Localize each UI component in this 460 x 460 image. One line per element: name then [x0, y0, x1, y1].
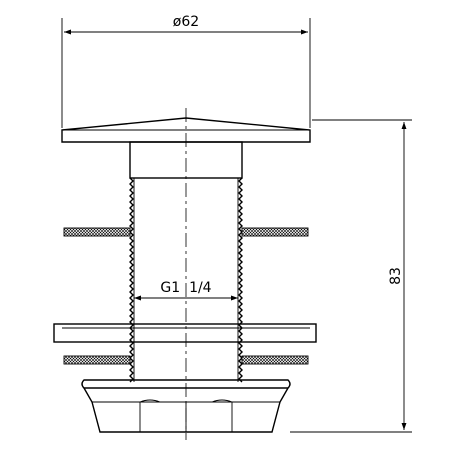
lock-nut	[81, 379, 291, 433]
diameter-label: ø62	[173, 14, 199, 30]
thread-dimension: G1 1/4	[134, 280, 238, 301]
thread-label: G1 1/4	[160, 280, 211, 296]
upper-gasket-right	[241, 227, 309, 237]
thread-right	[238, 177, 243, 383]
thread-left	[129, 177, 134, 383]
height-dimension: 83	[290, 119, 412, 433]
upper-gasket-left	[63, 227, 131, 237]
lower-gasket-left	[63, 355, 131, 365]
cap-head	[61, 117, 311, 143]
washer-plate	[53, 323, 317, 343]
height-label: 83	[388, 267, 404, 285]
lower-gasket-right	[241, 355, 309, 365]
collar	[129, 141, 243, 179]
diameter-dimension: ø62	[61, 14, 311, 128]
